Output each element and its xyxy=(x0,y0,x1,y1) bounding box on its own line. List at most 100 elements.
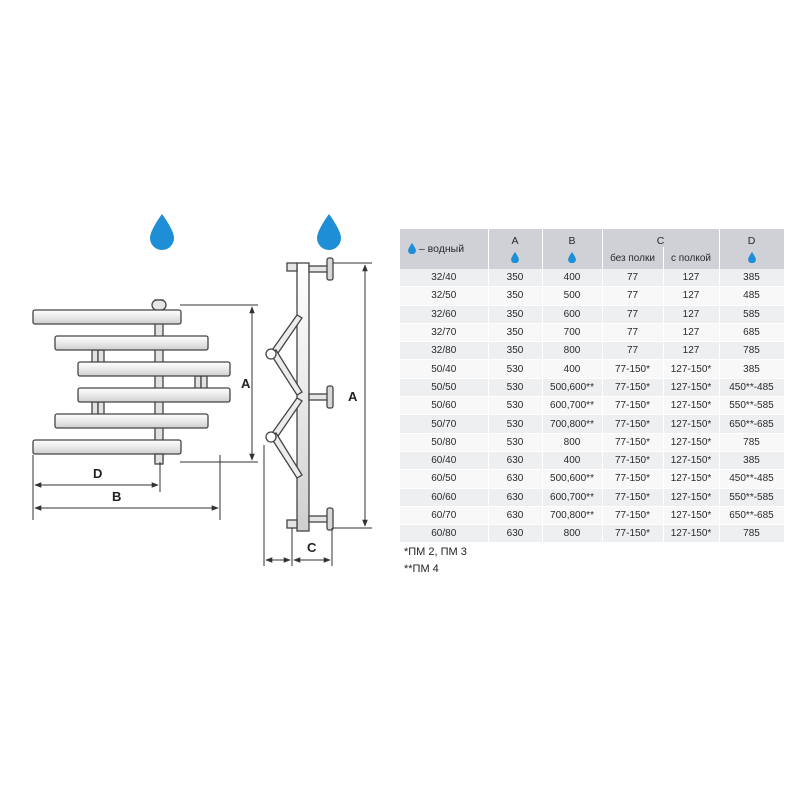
table-header-row: – водный A B C D xyxy=(400,229,785,269)
front-view xyxy=(32,299,231,465)
header-B: B xyxy=(542,229,603,247)
c-with-shelf-cell: 127-150* xyxy=(663,469,720,489)
water-drop-icon xyxy=(317,214,341,250)
dimension-D-label: D xyxy=(93,466,102,481)
c-without-shelf-cell: 77-150* xyxy=(602,469,664,489)
model-cell: 50/60 xyxy=(400,396,489,416)
b-cell: 800 xyxy=(542,524,603,544)
b-cell: 600,700** xyxy=(542,488,603,507)
a-cell: 350 xyxy=(488,341,543,361)
c-without-shelf-cell: 77-150* xyxy=(602,396,664,416)
footnote: **ПМ 4 xyxy=(404,563,439,575)
side-dimensions xyxy=(263,262,372,566)
c-without-shelf-cell: 77-150* xyxy=(602,359,664,379)
c-without-shelf-cell: 77 xyxy=(602,305,664,324)
b-cell: 800 xyxy=(542,433,603,452)
c-with-shelf-cell: 127-150* xyxy=(663,359,720,379)
d-cell: 450**-485 xyxy=(719,378,785,398)
c-with-shelf-cell: 127-150* xyxy=(663,488,720,507)
dimension-C-label: C xyxy=(307,540,317,555)
model-cell: 32/70 xyxy=(400,323,489,343)
side-view xyxy=(265,257,334,532)
model-cell: 50/50 xyxy=(400,378,489,398)
header-A: A xyxy=(488,229,543,247)
a-cell: 630 xyxy=(488,469,543,489)
c-with-shelf-cell: 127-150* xyxy=(663,506,720,526)
a-cell: 530 xyxy=(488,433,543,452)
c-with-shelf-cell: 127-150* xyxy=(663,396,720,416)
a-cell: 530 xyxy=(488,414,543,434)
d-cell: 650**-685 xyxy=(719,414,785,434)
footnotes: *ПМ 2, ПМ 3 **ПМ 4 xyxy=(404,544,467,578)
model-cell: 50/80 xyxy=(400,433,489,452)
c-with-shelf-cell: 127-150* xyxy=(663,451,720,471)
footnote: *ПМ 2, ПМ 3 xyxy=(404,546,467,558)
model-cell: 60/60 xyxy=(400,488,489,507)
c-with-shelf-cell: 127-150* xyxy=(663,433,720,452)
d-cell: 550**-585 xyxy=(719,396,785,416)
c-without-shelf-cell: 77 xyxy=(602,286,664,306)
table-subheader-row: без полки с полкой xyxy=(400,247,785,269)
b-cell: 600 xyxy=(542,305,603,324)
water-drop-icon xyxy=(150,214,174,250)
b-cell: 800 xyxy=(542,341,603,361)
d-cell: 685 xyxy=(719,323,785,343)
header-B-drop xyxy=(542,247,603,269)
b-cell: 600,700** xyxy=(542,396,603,416)
c-without-shelf-cell: 77-150* xyxy=(602,488,664,507)
model-cell: 32/80 xyxy=(400,341,489,361)
a-cell: 350 xyxy=(488,286,543,306)
header-A-drop xyxy=(488,247,543,269)
legend-header-cell: – водный xyxy=(400,229,489,269)
a-cell: 530 xyxy=(488,359,543,379)
c-with-shelf-cell: 127-150* xyxy=(663,414,720,434)
b-cell: 400 xyxy=(542,359,603,379)
a-cell: 630 xyxy=(488,506,543,526)
dimension-A-label-side: A xyxy=(348,389,358,404)
header-D-drop xyxy=(719,247,785,269)
c-with-shelf-cell: 127 xyxy=(663,269,720,288)
a-cell: 350 xyxy=(488,269,543,288)
model-cell: 60/40 xyxy=(400,451,489,471)
d-cell: 385 xyxy=(719,451,785,471)
c-with-shelf-cell: 127 xyxy=(663,305,720,324)
header-C-with-shelf: с полкой xyxy=(663,247,720,269)
dimensions-table: – водный A B C D без полки с полкой 32/4… xyxy=(400,229,785,544)
d-cell: 785 xyxy=(719,433,785,452)
c-without-shelf-cell: 77 xyxy=(602,269,664,288)
a-cell: 350 xyxy=(488,305,543,324)
model-cell: 50/70 xyxy=(400,414,489,434)
b-cell: 400 xyxy=(542,269,603,288)
b-cell: 700 xyxy=(542,323,603,343)
model-cell: 60/80 xyxy=(400,524,489,544)
front-dimensions xyxy=(32,304,258,520)
water-drop-icon xyxy=(747,252,756,263)
d-cell: 785 xyxy=(719,524,785,544)
b-cell: 500 xyxy=(542,286,603,306)
c-without-shelf-cell: 77-150* xyxy=(602,524,664,544)
a-cell: 630 xyxy=(488,488,543,507)
c-without-shelf-cell: 77 xyxy=(602,323,664,343)
dimension-B-label: B xyxy=(112,489,121,504)
water-drop-icon xyxy=(511,252,519,263)
water-drop-icon xyxy=(568,252,576,263)
header-C: C xyxy=(602,229,720,247)
d-cell: 550**-585 xyxy=(719,488,785,507)
a-cell: 530 xyxy=(488,378,543,398)
water-drop-icon xyxy=(408,243,416,254)
header-D: D xyxy=(719,229,785,247)
d-cell: 650**-685 xyxy=(719,506,785,526)
header-C-without-shelf: без полки xyxy=(602,247,664,269)
